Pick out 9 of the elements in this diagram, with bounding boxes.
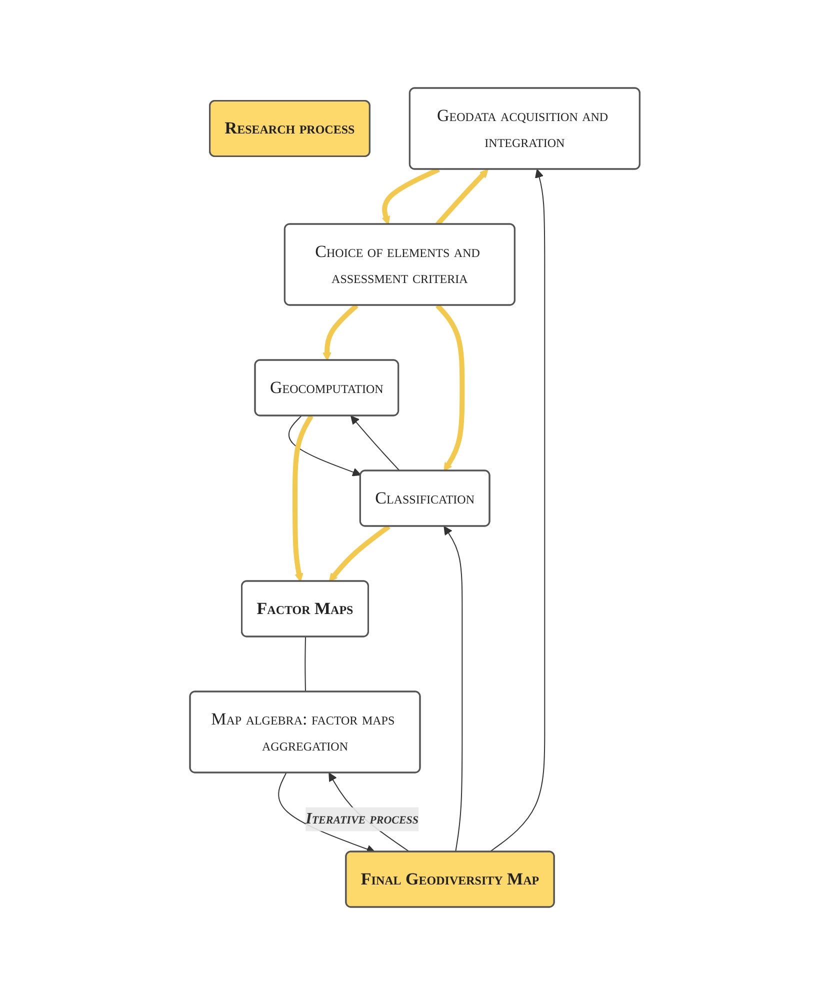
arrow [350,415,400,471]
edge-label: Iterative process [305,810,418,827]
arrow [292,414,314,582]
arrow [288,415,361,476]
connector [304,636,306,692]
arrow [435,303,464,471]
arrow [328,524,390,582]
arrow [443,526,462,852]
arrow [322,303,358,360]
